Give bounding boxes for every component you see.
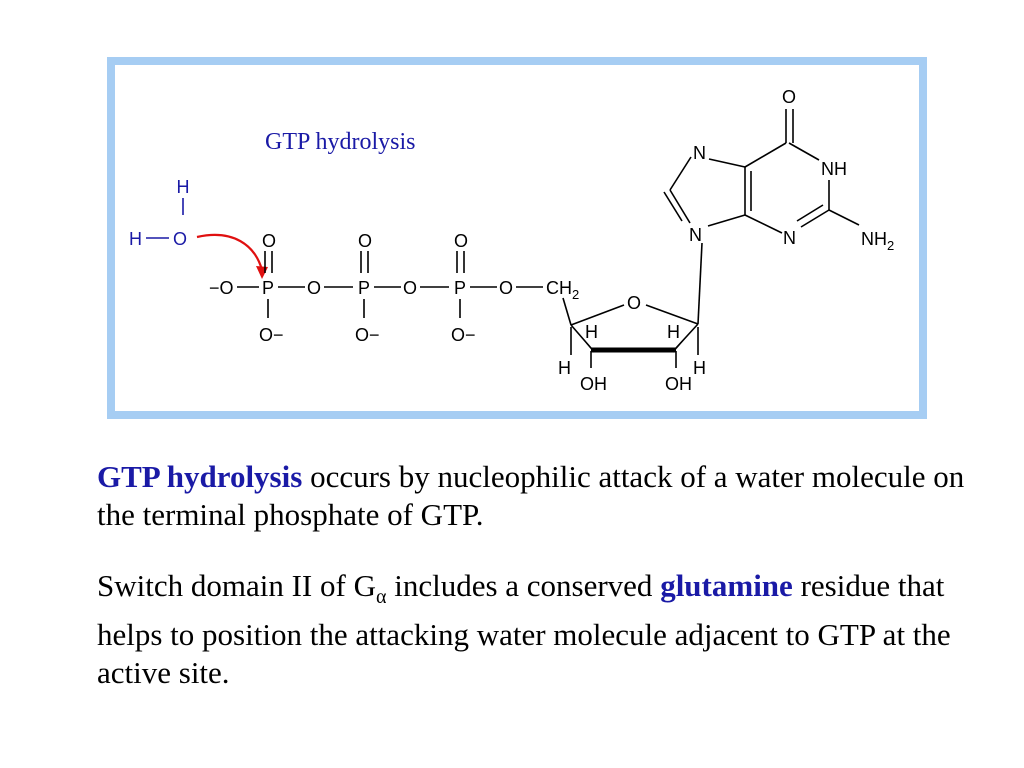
gamma-phosphorus: P: [262, 278, 274, 298]
ribose-h-upper-right: H: [667, 322, 680, 342]
terminal-o-minus: −O: [209, 278, 234, 298]
bridge-oxygen-2: O: [403, 278, 417, 298]
ribose-h-lower-left: H: [558, 358, 571, 378]
diagram-title: GTP hydrolysis: [265, 129, 415, 155]
bridge-oxygen-1: O: [307, 278, 321, 298]
gamma-o-double: O: [262, 231, 276, 251]
paragraph-hydrolysis: GTP hydrolysis occurs by nucleophilic at…: [97, 458, 977, 534]
gtp-structure-diagram: GTP hydrolysis H H O −O O P O− O O P O− …: [129, 87, 894, 394]
beta-o-double: O: [358, 231, 372, 251]
ribose-h-upper-left: H: [585, 322, 598, 342]
ribose-3-oh: OH: [665, 374, 692, 394]
water-h-left: H: [129, 229, 142, 249]
base-carbonyl-oxygen: O: [782, 87, 796, 107]
nucleophilic-attack-arrow: [196, 233, 264, 271]
water-h-top: H: [177, 177, 190, 197]
ribose-2-oh: OH: [580, 374, 607, 394]
paragraph-2-mid: includes a conserved: [386, 568, 661, 603]
alpha-o-minus: O−: [451, 325, 476, 345]
ribose-h-lower-right: H: [693, 358, 706, 378]
bridge-oxygen-3: O: [499, 278, 513, 298]
base-nh2: NH2: [861, 229, 894, 253]
keyword-glutamine: glutamine: [660, 568, 793, 603]
keyword-gtp-hydrolysis: GTP hydrolysis: [97, 459, 303, 494]
base-n3: N: [783, 228, 796, 248]
figure-frame: GTP hydrolysis H H O −O O P O− O O P O− …: [107, 57, 927, 419]
paragraph-switch-domain: Switch domain II of Gα includes a conser…: [97, 567, 977, 692]
base-n7: N: [693, 143, 706, 163]
paragraph-1-body: occurs by nucleophilic attack of a water…: [97, 459, 965, 532]
beta-phosphorus: P: [358, 278, 370, 298]
ribose-ring-oxygen: O: [627, 293, 641, 313]
water-oxygen: O: [173, 229, 187, 249]
base-n9: N: [689, 225, 702, 245]
beta-o-minus: O−: [355, 325, 380, 345]
paragraph-2-start: Switch domain II of G: [97, 568, 376, 603]
glycosidic-bond: [697, 242, 703, 325]
alpha-phosphorus: P: [454, 278, 466, 298]
ch2-group: CH2: [546, 278, 579, 302]
paragraph-2-end: residue that helps to position the attac…: [97, 568, 951, 691]
alpha-subscript: α: [375, 586, 387, 609]
alpha-o-double: O: [454, 231, 468, 251]
base-nh: NH: [821, 159, 847, 179]
gamma-o-minus: O−: [259, 325, 284, 345]
